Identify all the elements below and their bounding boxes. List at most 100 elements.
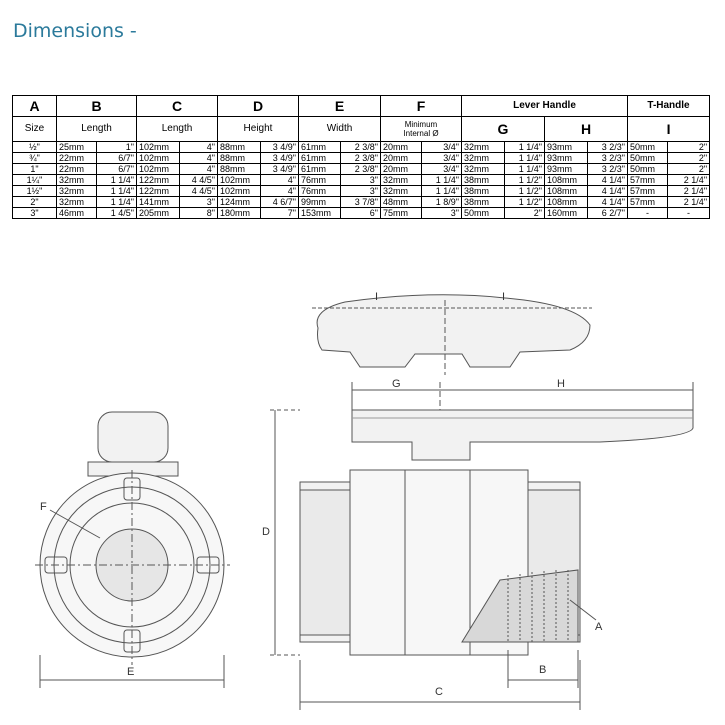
table-cell: 2" (666, 141, 711, 153)
table-cell: 7" (260, 207, 299, 219)
table-cell: 102mm (217, 174, 261, 186)
size-cell: 2" (12, 196, 57, 208)
table-cell: 25mm (56, 141, 97, 153)
letter-a: A (12, 95, 57, 117)
table-cell: 32mm (461, 141, 505, 153)
table-cell: 102mm (136, 163, 180, 175)
table-cell: 2 1/4" (666, 196, 711, 208)
table-cell: 124mm (217, 196, 261, 208)
size-cell: ¾" (12, 152, 57, 164)
table-cell: 75mm (380, 207, 422, 219)
table-cell: 1" (96, 141, 137, 153)
table-cell: 57mm (627, 185, 668, 197)
table-cell: 2 3/8" (340, 152, 381, 164)
table-cell: 160mm (544, 207, 588, 219)
table-cell: 32mm (380, 174, 422, 186)
table-cell: 4" (260, 174, 299, 186)
table-cell: 205mm (136, 207, 180, 219)
min-internal-line2: Internal Ø (403, 129, 439, 138)
label-d: D (262, 526, 270, 538)
letter-c: C (136, 95, 218, 117)
table-cell: 3/4" (421, 141, 462, 153)
table-cell: 32mm (56, 185, 97, 197)
table-cell: 102mm (136, 152, 180, 164)
table-cell: 3 7/8" (340, 196, 381, 208)
letter-d: D (217, 95, 299, 117)
table-cell: 20mm (380, 152, 422, 164)
table-cell: 3 4/9" (260, 163, 299, 175)
table-cell: 20mm (380, 163, 422, 175)
table-cell: 3/4" (421, 163, 462, 175)
table-cell: 180mm (217, 207, 261, 219)
width-header: Width (298, 116, 381, 142)
table-cell: 57mm (627, 174, 668, 186)
table-cell: 57mm (627, 196, 668, 208)
t-handle-header: T-Handle (626, 95, 711, 117)
table-cell: 32mm (461, 163, 505, 175)
label-e: E (127, 666, 134, 678)
table-cell: 38mm (461, 185, 505, 197)
table-cell: 32mm (461, 152, 505, 164)
table-cell: 88mm (217, 163, 261, 175)
table-cell: 50mm (627, 141, 668, 153)
table-cell: 99mm (298, 196, 341, 208)
letter-b: B (56, 95, 137, 117)
table-cell: 122mm (136, 174, 180, 186)
table-cell: 3" (340, 174, 381, 186)
table-cell: 93mm (544, 163, 588, 175)
table-cell: 102mm (217, 185, 261, 197)
table-cell: 6 2/7" (587, 207, 628, 219)
table-cell: 6/7" (96, 163, 137, 175)
table-cell: 93mm (544, 152, 588, 164)
table-cell: 4 4/5" (179, 185, 218, 197)
front-view-stem (97, 411, 169, 463)
label-a: A (595, 621, 603, 633)
table-cell: 1 1/2" (504, 196, 545, 208)
table-cell: 122mm (136, 185, 180, 197)
table-cell: 61mm (298, 163, 341, 175)
table-cell: 3" (179, 196, 218, 208)
table-cell: 48mm (380, 196, 422, 208)
table-cell: 4 1/4" (587, 174, 628, 186)
table-cell: 2" (666, 163, 711, 175)
table-cell: 46mm (56, 207, 97, 219)
table-cell: 76mm (298, 185, 341, 197)
table-cell: 93mm (544, 141, 588, 153)
table-cell: 6/7" (96, 152, 137, 164)
table-cell: 22mm (56, 152, 97, 164)
length-c-header: Length (136, 116, 218, 142)
table-cell: 1 8/9" (421, 196, 462, 208)
table-cell: 4" (179, 152, 218, 164)
table-cell: 1 1/2" (504, 174, 545, 186)
table-cell: 3 2/3" (587, 163, 628, 175)
size-cell: 1½" (12, 185, 57, 197)
table-cell: 61mm (298, 141, 341, 153)
table-cell: 108mm (544, 174, 588, 186)
table-cell: 38mm (461, 174, 505, 186)
g-header: G (461, 116, 545, 142)
table-cell: 88mm (217, 141, 261, 153)
length-b-header: Length (56, 116, 137, 142)
table-cell: 4 4/5" (179, 174, 218, 186)
dimensions-table: A B C D E F Lever Handle T-Handle Size L… (12, 95, 711, 219)
table-cell: 6" (340, 207, 381, 219)
table-cell: 20mm (380, 141, 422, 153)
t-handle-shape (316, 294, 591, 368)
table-cell: 50mm (461, 207, 505, 219)
table-cell: 50mm (627, 152, 668, 164)
min-internal-line1: Minimum (404, 120, 438, 129)
table-cell: 4 6/7" (260, 196, 299, 208)
table-cell: 2 1/4" (666, 174, 711, 186)
table-cell: 38mm (461, 196, 505, 208)
i-header: I (626, 116, 711, 142)
table-cell: 4" (179, 163, 218, 175)
h-header: H (544, 116, 628, 142)
table-cell: 1 1/4" (96, 174, 137, 186)
